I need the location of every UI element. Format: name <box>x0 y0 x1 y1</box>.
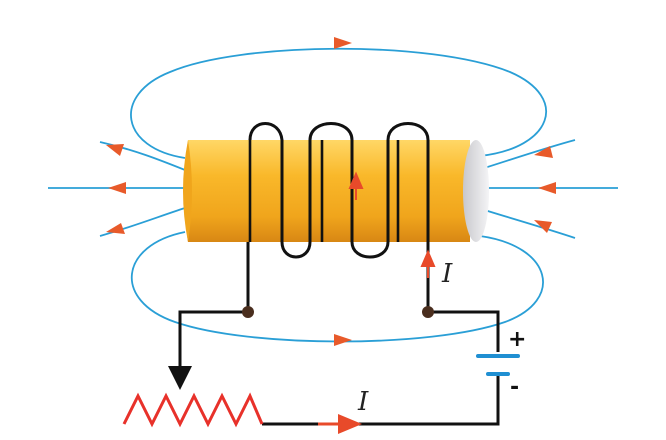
field-arrow-left-upper <box>106 144 124 156</box>
core-end-face <box>463 140 489 242</box>
battery-positive-label: + <box>508 327 526 352</box>
battery-cell-icon <box>476 354 520 376</box>
field-arrow-right-lower <box>534 220 552 233</box>
wire-left <box>178 310 248 368</box>
magnetic-field-lines <box>48 47 618 343</box>
field-line-bottom-loop <box>131 231 544 343</box>
lead-current-arrowhead <box>420 249 436 267</box>
circuit-down-arrowhead <box>168 366 192 390</box>
current-label-coil: I <box>441 259 453 289</box>
coil-winding <box>246 122 430 312</box>
field-arrow-bottom <box>334 334 352 346</box>
coil-current-arrows <box>348 171 436 278</box>
field-line-left-lower <box>99 207 186 237</box>
junction-left <box>242 306 254 318</box>
field-arrow-left-lower <box>106 223 125 234</box>
field-line-left-upper <box>99 141 186 171</box>
field-line-right-lower <box>477 207 576 239</box>
field-arrow-right-upper <box>534 146 553 158</box>
coil-wire <box>246 122 430 312</box>
coil-front-segments <box>248 140 400 242</box>
coil-current-arrowhead <box>348 171 364 189</box>
field-arrow-top <box>334 37 352 49</box>
current-label-circuit: I <box>357 387 369 417</box>
iron-core <box>183 140 489 242</box>
field-line-top-loop <box>130 47 547 159</box>
field-direction-arrows <box>106 37 556 346</box>
resistor-zigzag-icon <box>122 392 264 428</box>
battery-negative-label: - <box>510 375 519 400</box>
core-left-end <box>183 140 192 242</box>
circuit-current-arrow <box>318 414 362 434</box>
junction-right <box>422 306 434 318</box>
wire-right-bottom <box>262 376 500 426</box>
wire-right-top <box>428 310 500 352</box>
field-arrow-right-middle <box>538 182 556 194</box>
field-arrow-left-middle <box>108 182 126 194</box>
field-line-right-upper <box>477 139 576 171</box>
